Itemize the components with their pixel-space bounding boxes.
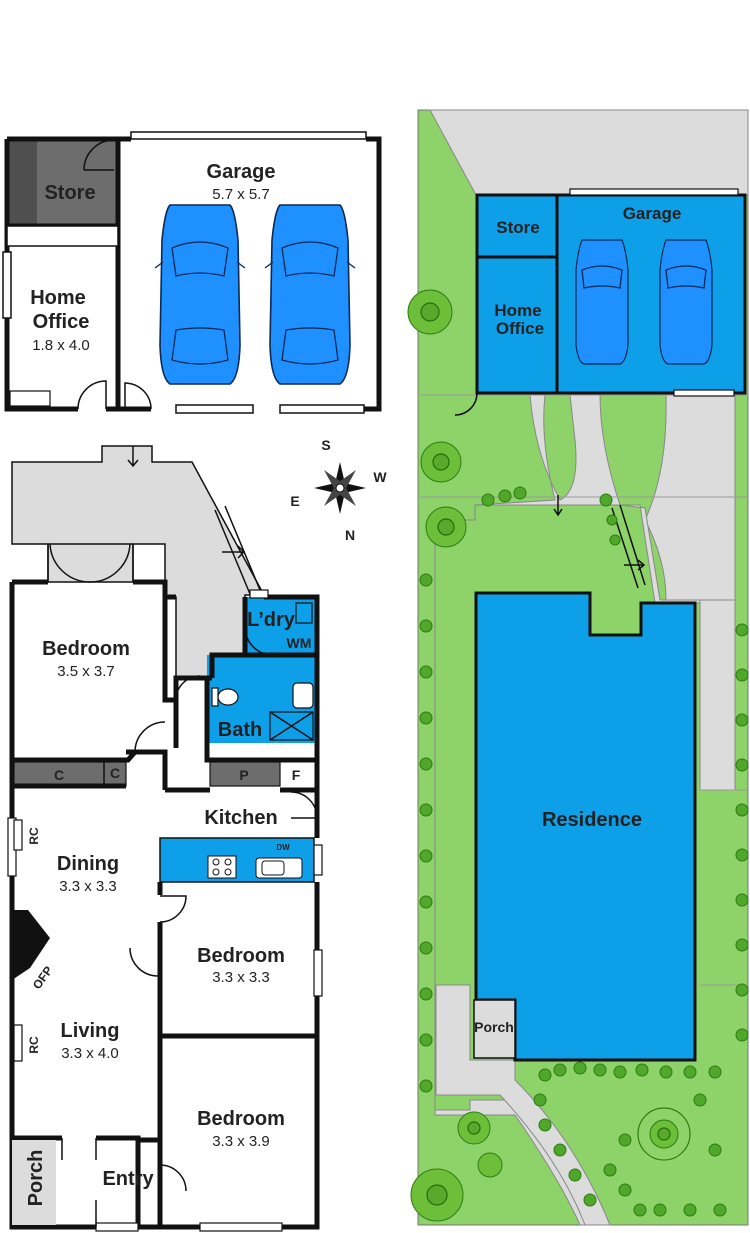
- rc-unit: [13, 819, 23, 851]
- bedroom-2-label: Bedroom: [197, 945, 285, 967]
- site-plan: Store Garage Home Office Residence Porch: [407, 109, 749, 1226]
- living-label: Living: [61, 1020, 120, 1042]
- basin: [292, 682, 314, 709]
- bath-label: Bath: [218, 719, 262, 741]
- kitchen-label: Kitchen: [204, 807, 277, 829]
- laundry-label: L’dry: [247, 609, 296, 631]
- tree-icon: [477, 1152, 503, 1178]
- laundry-fill: [245, 597, 317, 655]
- side-strip: [699, 599, 736, 791]
- rc-unit: [13, 1024, 23, 1062]
- car-icon: [659, 239, 713, 365]
- tree-icon: [407, 289, 453, 335]
- garage-window-2: [279, 404, 365, 414]
- home-office-label-1: Home: [30, 287, 86, 309]
- toilet-icon: [217, 688, 239, 706]
- window: [249, 589, 269, 599]
- garage-dims: 5.7 x 5.7: [212, 186, 270, 203]
- store-inner-shade: [7, 139, 37, 226]
- sink-icon: [255, 857, 303, 879]
- living-dims: 3.3 x 4.0: [61, 1045, 119, 1062]
- bedroom-3-dims: 3.3 x 3.9: [212, 1133, 270, 1150]
- toilet-cistern: [211, 687, 219, 707]
- garage-window-1: [175, 404, 254, 414]
- window: [313, 949, 323, 997]
- house: Bedroom 3.5 x 3.7 L’dry WM Bath C C P F …: [7, 445, 323, 1232]
- tree-icon: [410, 1168, 464, 1222]
- site-office-label-2: Office: [496, 319, 544, 338]
- laundry-tub: [295, 602, 313, 624]
- cupboard-label-1: C: [54, 767, 64, 783]
- window: [199, 1222, 283, 1232]
- wm-label: WM: [287, 635, 312, 651]
- compass-icon: S W E N: [290, 437, 387, 543]
- porch-fill: [12, 1140, 56, 1225]
- site-residence-label: Residence: [542, 809, 642, 831]
- tree-icon: [420, 441, 462, 483]
- bedroom-3-label: Bedroom: [197, 1108, 285, 1130]
- site-garage-label: Garage: [623, 204, 682, 223]
- fireplace: [12, 910, 50, 980]
- compass-e: E: [290, 493, 299, 509]
- ofp-label: OFP: [30, 964, 56, 992]
- bedroom-1-label: Bedroom: [42, 638, 130, 660]
- home-office-dims: 1.8 x 4.0: [32, 337, 90, 354]
- garage-label: Garage: [207, 161, 276, 183]
- dining-dims: 3.3 x 3.3: [59, 878, 117, 895]
- dw-label: DW: [276, 843, 290, 852]
- compass-s: S: [321, 437, 330, 453]
- site-office-label-1: Home: [494, 301, 541, 320]
- office-window: [2, 251, 12, 319]
- rc-label-2: RC: [27, 1036, 41, 1054]
- porch-label: Porch: [25, 1150, 47, 1207]
- shower-icon: [269, 711, 314, 741]
- site-office: [475, 255, 559, 395]
- pantry-label: P: [239, 767, 248, 783]
- store-label: Store: [44, 182, 95, 204]
- site-garage-door: [569, 188, 739, 196]
- store-office-dividerzone: [6, 225, 119, 247]
- cooktop-icon: [207, 855, 237, 879]
- car-icon: [575, 239, 629, 365]
- rc-label-1: RC: [27, 827, 41, 845]
- tree-icon: [457, 1111, 491, 1145]
- outbuilding: Store Garage 5.7 x 5.7 Home Office 1.8 x…: [2, 131, 382, 414]
- site-porch-label: Porch: [474, 1019, 514, 1035]
- car-icon: [264, 204, 356, 385]
- garage-door: [130, 131, 367, 140]
- site-porch: [473, 999, 516, 1059]
- dining-name: Dining: [57, 853, 119, 875]
- bedroom-2-dims: 3.3 x 3.3: [212, 969, 270, 986]
- porch-path: [435, 984, 611, 1226]
- window: [95, 1222, 139, 1232]
- car-icon: [154, 204, 246, 385]
- tree-icon: [637, 1107, 691, 1161]
- bedroom-1-dims: 3.5 x 3.7: [57, 663, 115, 680]
- office-desk: [9, 390, 51, 407]
- top-paving: [429, 109, 749, 196]
- cupboard-label-2: C: [110, 765, 120, 781]
- site-garage-window: [673, 389, 735, 397]
- tree-icon: [425, 506, 467, 548]
- entry-label: Entry: [102, 1168, 154, 1190]
- compass-n: N: [345, 527, 355, 543]
- hedge-row: [419, 486, 749, 1217]
- window: [313, 844, 323, 876]
- compass-w: W: [373, 469, 387, 485]
- fridge-label: F: [292, 767, 301, 783]
- site-store-label: Store: [496, 218, 539, 237]
- home-office-label-2: Office: [33, 311, 90, 333]
